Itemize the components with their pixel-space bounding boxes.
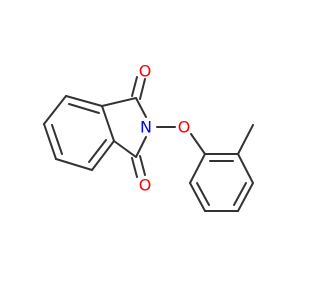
- bond-ring1-a: [65, 95, 103, 107]
- bond-ring2-e: [237, 153, 254, 184]
- bond-ring1-d: [55, 158, 93, 171]
- bond-c1-n: [135, 97, 147, 118]
- bond-c3-o2-b: [139, 155, 146, 176]
- bond-ring2-d-inner: [233, 182, 247, 206]
- bond-ring1-a-inner: [68, 103, 100, 114]
- bond-ring2-b: [189, 182, 206, 212]
- bond-o-c1p: [190, 133, 206, 155]
- atom-label-nitrogen: N: [140, 118, 152, 137]
- bond-c1-o1-a: [131, 76, 138, 97]
- bonds: [43, 76, 254, 212]
- bond-n-c3: [135, 136, 147, 158]
- bond-ring2-a: [189, 153, 206, 184]
- atom-label-oxygen-top: O: [139, 62, 152, 81]
- atom-label-oxygen-bottom: O: [139, 176, 152, 195]
- bond-c1-o1-b: [139, 78, 146, 100]
- bond-methyl: [237, 124, 254, 155]
- bond-c3-o2-a: [131, 157, 138, 178]
- bond-c3a-c1: [101, 97, 137, 107]
- bond-ring2-b-inner: [196, 182, 210, 206]
- atom-label-oxygen-ether: O: [178, 118, 191, 137]
- bond-ring1-e: [91, 140, 115, 171]
- bond-c3-c7a: [113, 140, 137, 158]
- bond-ring1-e-inner: [88, 139, 107, 163]
- bond-ring2-d: [237, 182, 254, 212]
- bond-ring1-f: [101, 105, 115, 142]
- bond-ring1-c-inner: [51, 124, 63, 155]
- bond-ring1-b: [43, 95, 67, 125]
- atom-labels: O N O O: [139, 62, 191, 195]
- molecule-structure: O N O O: [43, 62, 254, 212]
- bond-ring1-c: [43, 123, 57, 160]
